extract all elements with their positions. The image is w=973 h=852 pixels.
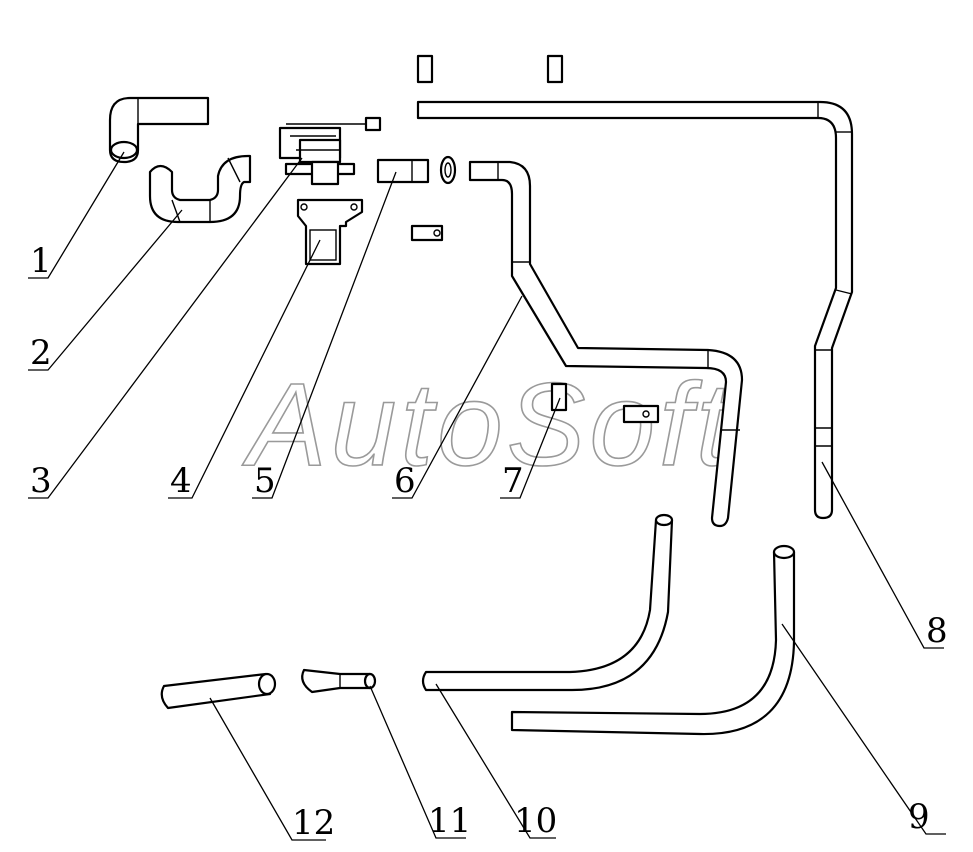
part-11-short-hose [301,668,377,694]
bolts [416,54,568,412]
callout-10: 10 [514,801,557,841]
hose-clamps [410,155,660,424]
leader-lines [28,151,946,841]
part-4-bracket [296,198,364,266]
part-12-straight-hose [160,672,277,710]
callout-2: 2 [30,333,52,373]
part-9-curved-hose [510,544,796,736]
callout-4: 4 [170,461,192,501]
callout-6: 6 [394,461,416,501]
callout-11: 11 [428,801,471,841]
callout-8: 8 [926,611,948,651]
callout-7: 7 [502,461,524,501]
part-1-elbow-hose [108,96,210,164]
part-5-coupler [376,158,430,184]
watermark-text: AutoSoft [242,359,733,491]
callout-1: 1 [30,241,52,281]
callout-12: 12 [292,803,335,843]
part-8-long-pipe [416,100,854,520]
callout-9: 9 [908,797,930,837]
part-3-valve-assembly [278,116,382,186]
callout-3: 3 [30,461,52,501]
part-2-u-hose [148,154,252,224]
part-6-bent-hose [468,160,744,528]
callout-5: 5 [254,461,276,501]
part-10-curved-hose [421,513,674,692]
